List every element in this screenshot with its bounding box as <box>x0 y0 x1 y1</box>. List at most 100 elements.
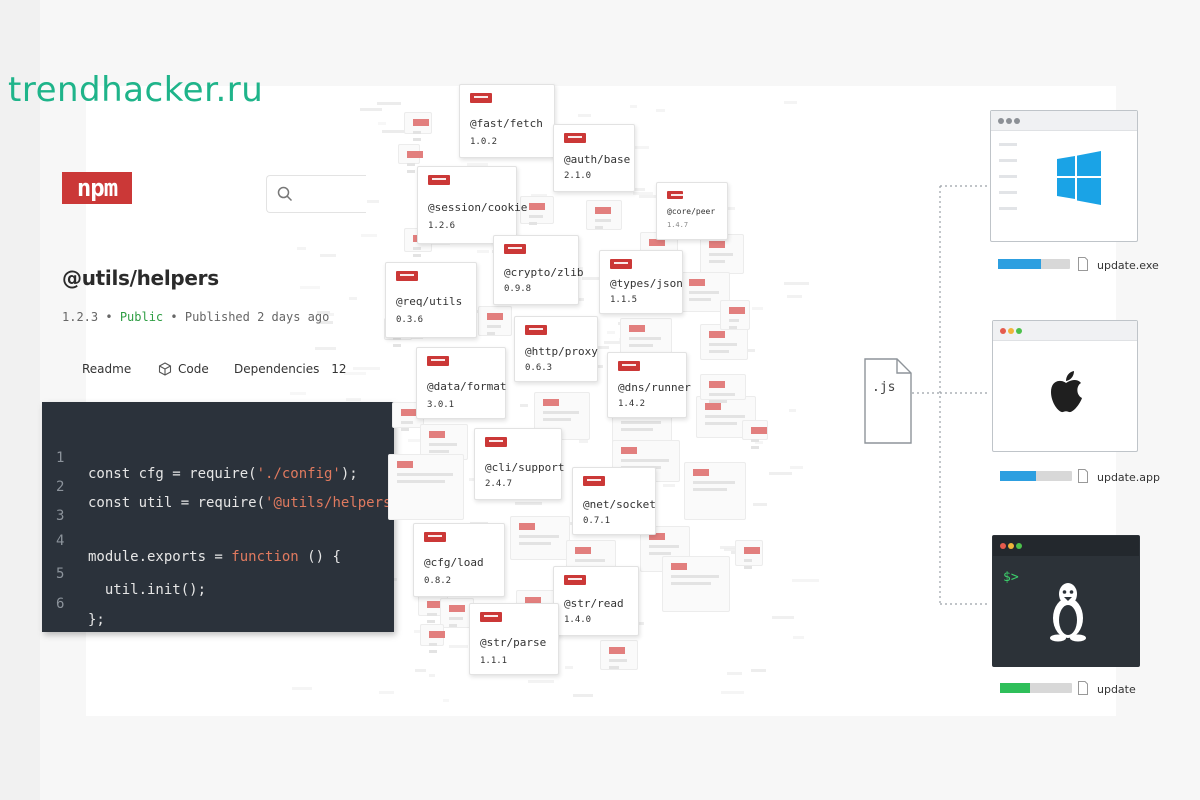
ghost-package-card <box>600 640 638 670</box>
npm-badge-icon <box>397 461 413 468</box>
npm-badge-icon <box>396 271 418 281</box>
search-icon <box>277 186 293 202</box>
npm-badge-icon <box>470 93 492 103</box>
ghost-package-card <box>662 556 730 612</box>
npm-badge-icon <box>429 431 445 438</box>
flow-dash <box>514 502 542 506</box>
placeholder-line <box>427 613 437 616</box>
flow-dash <box>741 348 756 352</box>
line-number: 5 <box>56 566 65 582</box>
ghost-package-card <box>398 144 423 173</box>
line-number: 4 <box>56 533 65 549</box>
npm-badge-icon <box>729 307 745 314</box>
npm-badge-icon <box>407 151 423 158</box>
ghost-package-card <box>440 598 474 628</box>
flow-dash <box>790 465 804 469</box>
windows-icon <box>1057 151 1101 205</box>
flow-dash <box>721 207 736 211</box>
package-version: 1.2.6 <box>428 221 456 231</box>
placeholder-line <box>729 326 737 329</box>
npm-badge-icon <box>610 259 632 269</box>
package-card[interactable]: @fast/fetch 1.0.2 <box>459 84 555 158</box>
package-name: @str/read <box>564 597 624 610</box>
package-card[interactable]: @http/proxy 0.6.3 <box>514 316 598 382</box>
package-card[interactable]: @cfg/load 0.8.2 <box>413 523 505 597</box>
package-card[interactable]: @req/utils 0.3.6 <box>385 262 477 338</box>
flow-dash <box>466 162 488 166</box>
tab-dependencies[interactable]: Dependencies 12 <box>234 362 347 376</box>
package-card[interactable]: @data/format 3.0.1 <box>416 347 506 419</box>
package-card[interactable]: @dns/runner 1.4.2 <box>607 352 691 418</box>
line-number: 1 <box>56 450 65 466</box>
window-maximize-dot <box>1016 543 1022 549</box>
flow-dash <box>378 691 395 695</box>
placeholder-line <box>449 617 463 620</box>
package-version: 0.3.6 <box>396 315 424 325</box>
package-version: 1.2.3 <box>62 310 99 324</box>
package-card[interactable]: @core/peer 1.4.7 <box>656 182 728 240</box>
file-icon <box>1078 469 1088 483</box>
flow-dash <box>564 665 573 669</box>
package-card[interactable]: @types/json 1.1.5 <box>599 250 683 314</box>
placeholder-line <box>519 542 551 545</box>
placeholder-line <box>621 421 661 424</box>
placeholder-line <box>407 163 415 166</box>
flow-dash <box>323 313 335 317</box>
placeholder-line <box>429 450 449 453</box>
package-name: @cli/support <box>485 461 565 474</box>
placeholder-line <box>649 552 671 555</box>
window-dot <box>1014 118 1020 124</box>
package-name: @fast/fetch <box>470 117 543 130</box>
package-card[interactable]: @crypto/zlib 0.9.8 <box>493 235 583 305</box>
npm-badge-icon <box>618 361 640 371</box>
package-card[interactable]: @session/cookie 1.2.6 <box>417 166 527 244</box>
line-number: 6 <box>56 596 65 612</box>
flow-dash <box>573 693 594 697</box>
linux-terminal-window: $> <box>992 535 1140 667</box>
code-editor[interactable]: 1 const cfg = require('./config'); 2 con… <box>42 402 417 632</box>
placeholder-line <box>709 393 735 396</box>
flow-dash <box>348 296 357 300</box>
package-name: @http/proxy <box>525 345 598 358</box>
tab-readme[interactable]: Readme <box>82 362 132 376</box>
ghost-package-card <box>510 516 570 560</box>
code-text: module.exports = function () { <box>88 549 341 565</box>
ghost-package-card <box>742 420 768 449</box>
package-card[interactable]: @auth/base 2.1.0 <box>553 124 635 192</box>
package-version: 3.0.1 <box>427 400 455 410</box>
package-name: @crypto/zlib <box>504 266 584 279</box>
ghost-package-card <box>700 374 746 403</box>
flow-dash <box>662 483 675 487</box>
npm-badge-icon <box>709 241 725 248</box>
package-card[interactable]: @net/socket 0.7.1 <box>572 467 656 535</box>
placeholder-line <box>709 260 725 263</box>
package-name: @session/cookie <box>428 201 528 214</box>
tab-code-label: Code <box>178 362 209 376</box>
npm-badge-icon <box>649 533 665 540</box>
npm-badge-icon <box>751 427 767 434</box>
ghost-package-card <box>684 462 746 520</box>
package-card[interactable]: @str/read 1.4.0 <box>553 566 639 636</box>
placeholder-line <box>595 226 603 229</box>
package-meta: 1.2.3 • Public • Published 2 days ago <box>62 310 329 324</box>
meta-separator: • <box>170 310 185 324</box>
flow-dash <box>771 616 795 620</box>
placeholder-line <box>629 344 653 347</box>
package-card[interactable]: @cli/support 2.4.7 <box>474 428 565 500</box>
ghost-package-card <box>420 624 445 653</box>
js-file-label: .js <box>872 380 896 395</box>
npm-logo[interactable]: npm <box>62 172 132 204</box>
flow-dash <box>631 145 649 149</box>
package-version: 1.4.2 <box>618 399 646 409</box>
placeholder-line <box>401 421 413 424</box>
flow-dash <box>574 298 584 302</box>
npm-badge-icon <box>449 605 465 612</box>
search-input[interactable] <box>266 175 366 213</box>
package-name: @types/json <box>610 277 683 290</box>
npm-badge-icon <box>427 601 443 608</box>
window-minimize-dot <box>1008 328 1014 334</box>
flow-dash <box>581 277 606 281</box>
package-card[interactable]: @str/parse 1.1.1 <box>469 603 559 675</box>
window-titlebar <box>993 321 1137 341</box>
placeholder-line <box>397 473 453 476</box>
